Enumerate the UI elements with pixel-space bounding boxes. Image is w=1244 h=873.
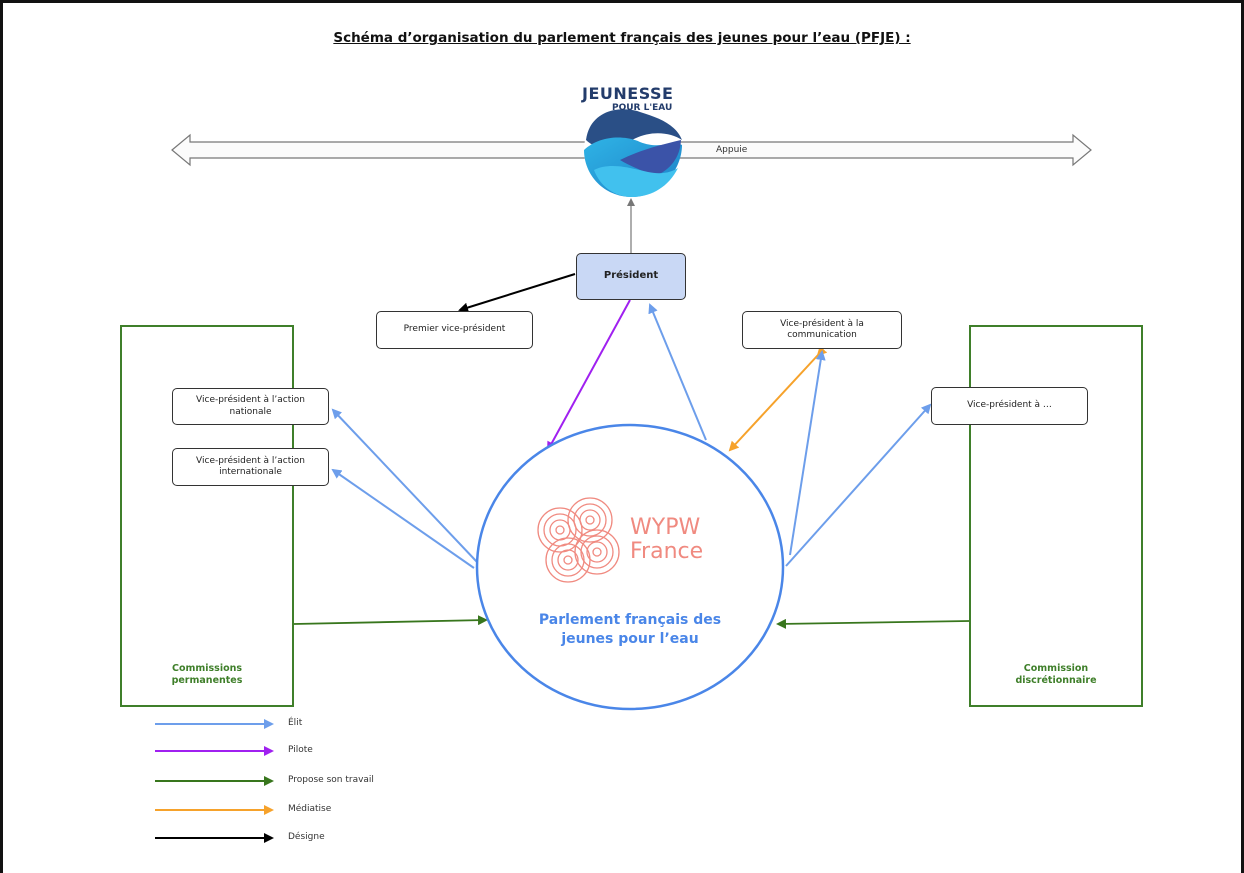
elit-arrow-vp-other (785, 403, 932, 567)
vice-president-action-nationale-box: Vice-président à l’action nationale (172, 388, 329, 425)
legend-mediatise-label: Médiatise (288, 804, 332, 814)
logo-title-line2: POUR L'EAU (612, 103, 673, 113)
commissions-permanentes-label: Commissions permanentes (120, 663, 294, 688)
legend-elit-label: Élit (288, 718, 303, 728)
commission-discretionnaire-label: Commission discrétionnaire (969, 663, 1143, 688)
page-border-top (0, 0, 1244, 3)
diagram-title: Schéma d’organisation du parlement franç… (333, 30, 911, 46)
elit-arrow-internationale (331, 468, 475, 569)
commissions-permanentes-line1: Commissions (171, 663, 243, 674)
propose-arrow-permanentes (293, 615, 488, 626)
vice-president-action-internationale-box: Vice-président à l’action internationale (172, 448, 329, 486)
parliament-caption: Parlement français des jeunes pour l’eau (510, 611, 750, 649)
legend-propose-label: Propose son travail (288, 775, 374, 785)
mediatise-arrow (728, 345, 828, 452)
commission-discretionnaire-line2: discrétionnaire (1015, 675, 1097, 687)
premier-vice-president-box: Premier vice-président (376, 311, 533, 349)
page-border-right (1241, 0, 1244, 873)
wypw-spiral-logo (537, 497, 620, 583)
page-border-left (0, 0, 3, 873)
jeunesse-logo (584, 102, 682, 198)
designe-arrow (458, 273, 576, 313)
vice-president-communication-box: Vice-président à la communication (742, 311, 902, 349)
parliament-caption-line1: Parlement français des (538, 612, 722, 628)
legend-designe-label: Désigne (288, 832, 325, 842)
wypw-brand-line1: WYPW (630, 515, 701, 540)
commissions-permanentes-line2: permanentes (171, 675, 243, 687)
wypw-brand-text: WYPW France (630, 515, 704, 565)
legend-pilote-label: Pilote (288, 745, 313, 755)
commission-discretionnaire-frame (969, 325, 1143, 707)
logo-title-line1: JEUNESSE (582, 84, 674, 103)
commissions-permanentes-frame (120, 325, 294, 707)
elit-arrow-nationale (331, 408, 478, 563)
appuie-label: Appuie (716, 145, 748, 155)
commission-discretionnaire-line1: Commission (1023, 663, 1089, 674)
propose-arrow-discretionnaire (776, 618, 970, 629)
elit-arrow-president (648, 303, 707, 441)
wypw-brand-line2: France (630, 539, 704, 565)
elit-arrow-communication (789, 350, 826, 556)
parliament-caption-line2: jeunes pour l’eau (561, 630, 699, 647)
president-box: Président (576, 253, 686, 300)
vice-president-other-box: Vice-président à … (931, 387, 1088, 425)
parliament-circle (475, 423, 785, 711)
pilote-arrow (547, 299, 631, 452)
